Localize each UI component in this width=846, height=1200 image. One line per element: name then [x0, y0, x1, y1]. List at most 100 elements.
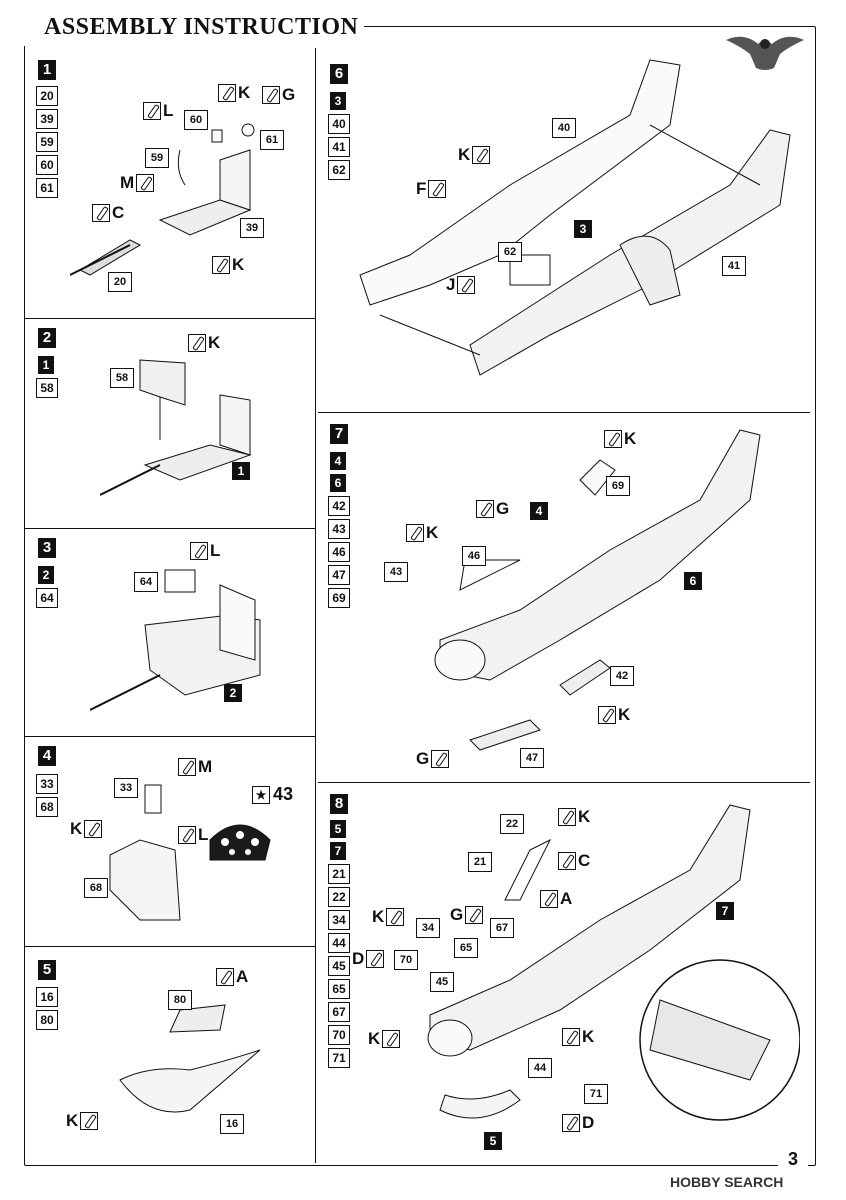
paint-brush-icon: [562, 1028, 580, 1046]
paint-brush-icon: [178, 758, 196, 776]
paint-brush-icon: [190, 542, 208, 560]
paint-M: M: [120, 173, 155, 192]
part-67: 67: [490, 918, 514, 938]
paint-code: A: [236, 967, 249, 986]
step-4-ref: 33: [36, 774, 58, 794]
step-1-ref: 39: [36, 109, 58, 129]
part-20: 20: [108, 272, 132, 292]
divider-1: [24, 318, 315, 319]
decal-43: ★43: [252, 784, 293, 805]
part-step-2: 2: [224, 684, 242, 702]
paint-K: K: [558, 808, 590, 826]
paint-code: C: [112, 203, 125, 222]
step-6-badge: 6: [330, 64, 348, 84]
paint-code: D: [582, 1113, 595, 1132]
step-7-ref-step: 4: [330, 452, 346, 470]
step-4-badge: 4: [38, 746, 56, 766]
step-5-ref: 16: [36, 987, 58, 1007]
paint-code: K: [372, 907, 385, 926]
paint-G: G: [476, 500, 509, 518]
paint-code: J: [446, 275, 456, 294]
step-8-ref-step: 7: [330, 842, 346, 860]
step-3-ref-step: 2: [38, 566, 54, 584]
paint-K: K: [598, 706, 630, 724]
part-46: 46: [462, 546, 486, 566]
paint-brush-icon: [457, 276, 476, 294]
paint-code: L: [198, 825, 209, 844]
step-2-badge: 2: [38, 328, 56, 348]
paint-code: C: [578, 851, 591, 870]
step-5-ref: 80: [36, 1010, 58, 1030]
paint-code: M: [198, 757, 213, 776]
paint-brush-icon: [476, 500, 494, 518]
paint-D: D: [352, 950, 385, 968]
paint-C: C: [558, 852, 590, 870]
paint-M: M: [178, 758, 212, 776]
step-1-ref: 61: [36, 178, 58, 198]
step-5-badge: 5: [38, 960, 56, 980]
part-40: 40: [552, 118, 576, 138]
part-47: 47: [520, 748, 544, 768]
paint-G: G: [262, 86, 295, 104]
part-45: 45: [430, 972, 454, 992]
paint-K: K: [458, 145, 491, 164]
step-4-ref: 68: [36, 797, 58, 817]
paint-brush-icon: [598, 706, 616, 724]
divider-2: [24, 528, 315, 529]
paint-code: K: [368, 1029, 381, 1048]
eagle-logo-icon: [726, 36, 804, 70]
part-43: 43: [384, 562, 408, 582]
paint-code: K: [66, 1111, 79, 1130]
step-3-ref: 64: [36, 588, 58, 608]
part-80: 80: [168, 990, 192, 1010]
paint-brush-icon: [216, 968, 234, 986]
part-21: 21: [468, 852, 492, 872]
part-70: 70: [394, 950, 418, 970]
step-8-ref: 34: [328, 910, 350, 930]
paint-code: K: [458, 145, 471, 164]
part-33: 33: [114, 778, 138, 798]
part-41: 41: [722, 256, 746, 276]
paint-L: L: [178, 826, 208, 844]
step-8-ref-step: 5: [330, 820, 346, 838]
paint-code: G: [496, 499, 510, 518]
paint-G: G: [416, 750, 450, 768]
step-1-badge: 1: [38, 60, 56, 80]
step-3-badge: 3: [38, 538, 56, 558]
step-7-ref: 43: [328, 519, 350, 539]
paint-brush-icon: [188, 334, 206, 352]
paint-code: L: [163, 101, 174, 120]
step-7-fuselage-drawing: [434, 429, 761, 751]
step-8-ref: 45: [328, 956, 350, 976]
paint-code: G: [450, 905, 464, 924]
step-6-ref-step: 3: [330, 92, 346, 110]
paint-brush-icon: [262, 86, 280, 104]
step-6-ref: 41: [328, 137, 350, 157]
paint-brush-icon: [84, 820, 103, 838]
paint-C: C: [92, 204, 124, 222]
paint-brush-icon: [178, 826, 196, 844]
part-68: 68: [84, 878, 108, 898]
part-61: 61: [260, 130, 284, 150]
paint-code: K: [618, 705, 631, 724]
divider-3: [24, 736, 315, 737]
paint-brush-icon: [92, 204, 110, 222]
step-7-badge: 7: [330, 424, 348, 444]
step-1-ref: 20: [36, 86, 58, 106]
paint-brush-icon: [143, 102, 161, 120]
step-8-ref: 67: [328, 1002, 350, 1022]
paint-K: K: [70, 819, 103, 838]
paint-brush-icon: [562, 1114, 580, 1132]
part-step-5: 5: [484, 1132, 502, 1150]
part-22: 22: [500, 814, 524, 834]
part-step-4: 4: [530, 502, 548, 520]
step-3-cockpit-drawing: [90, 569, 261, 711]
paint-code: K: [70, 819, 83, 838]
part-step-7: 7: [716, 902, 734, 920]
paint-code: M: [120, 173, 135, 192]
paint-code: A: [560, 889, 573, 908]
paint-K: K: [562, 1028, 594, 1046]
paint-brush-icon: [558, 852, 576, 870]
step-2-ref-step: 1: [38, 356, 54, 374]
step-8-ref: 70: [328, 1025, 350, 1045]
